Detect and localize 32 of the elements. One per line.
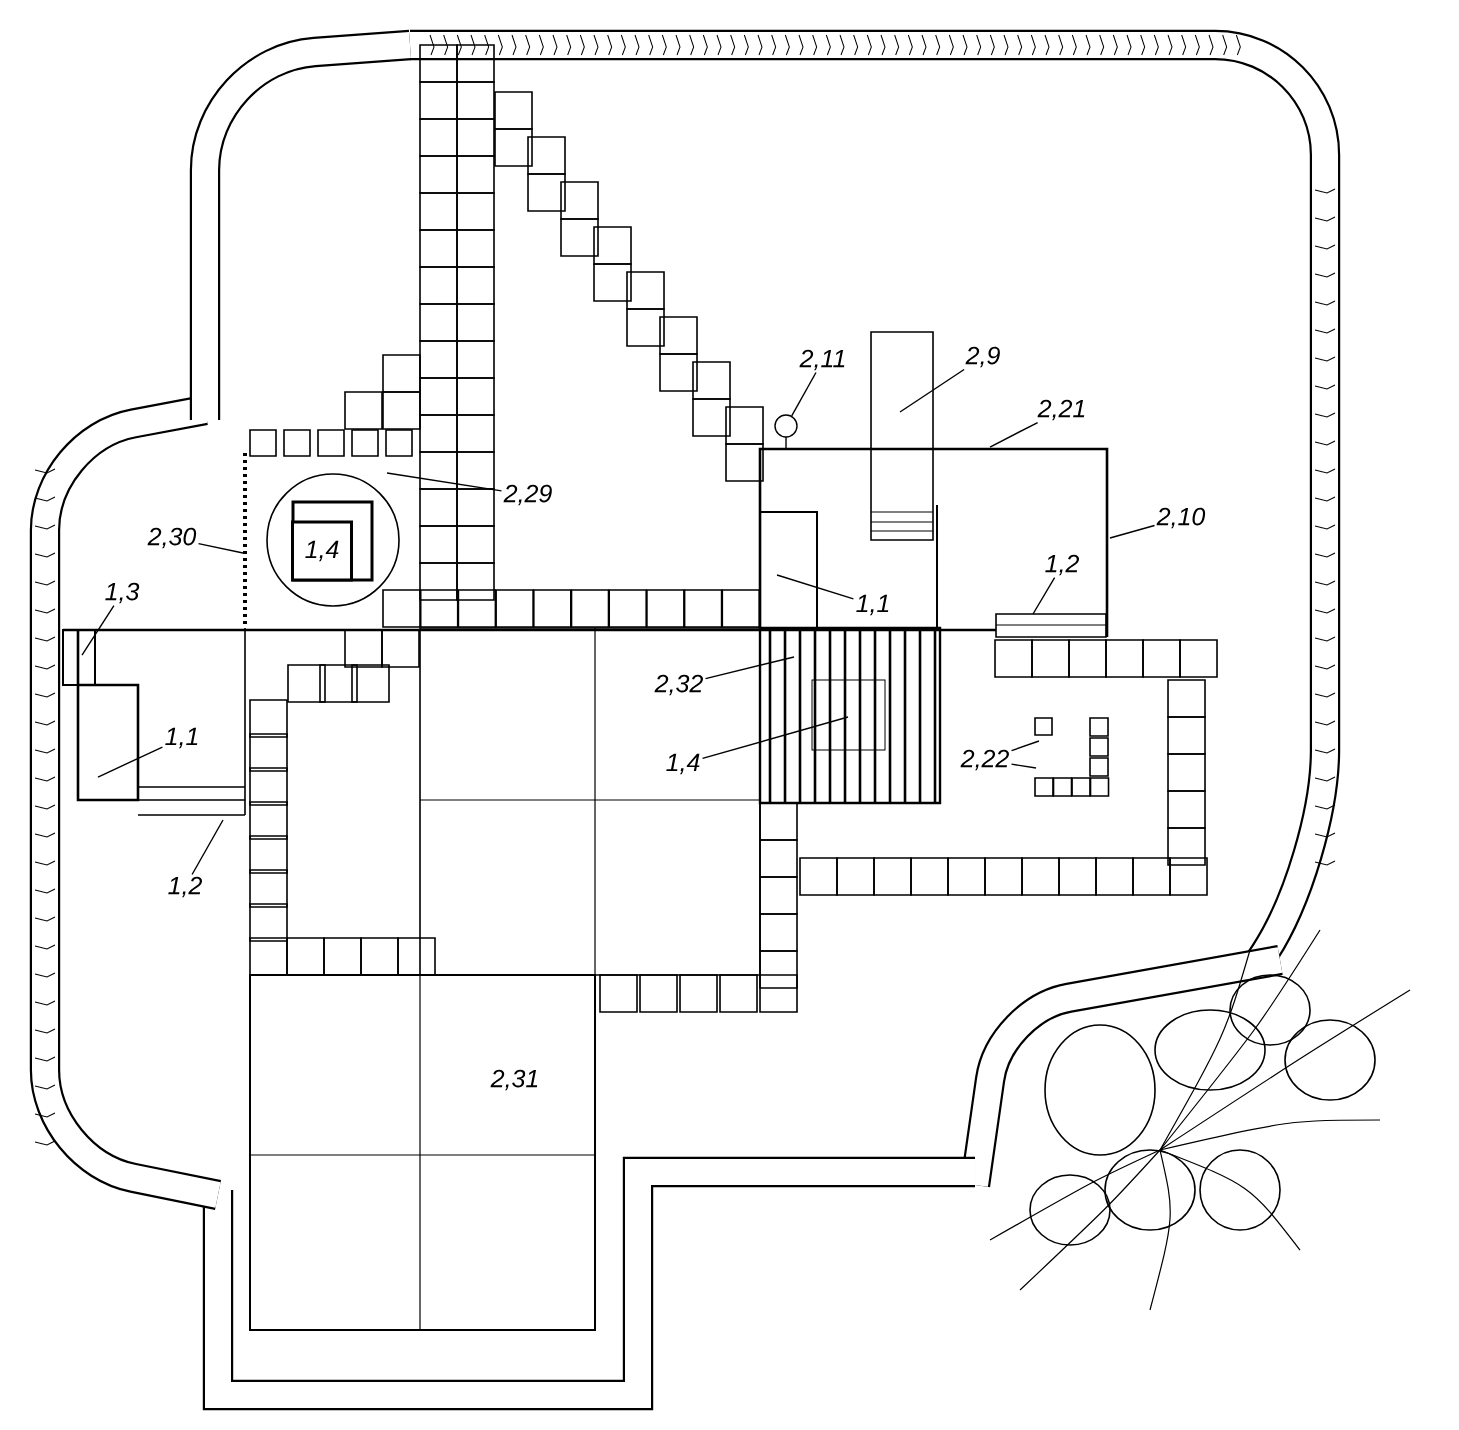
leader-line: [791, 371, 817, 417]
callout-number: 2,9: [963, 344, 1003, 370]
leader-line: [1109, 524, 1156, 539]
callout-number: 1,3: [102, 580, 142, 606]
numbered-box: 1,4: [291, 520, 353, 582]
callout-number: 1,1: [162, 725, 202, 751]
leader-line: [899, 368, 965, 413]
callout-number: 1,4: [663, 751, 703, 777]
leader-line: [989, 421, 1039, 448]
callout-number: 2,11: [797, 347, 849, 373]
callout-number: 2,10: [1154, 505, 1208, 531]
leader-line: [1010, 740, 1040, 752]
callout-number: 2,21: [1035, 397, 1089, 423]
callout-number: 2,32: [652, 672, 706, 698]
callout-number: 1,1: [853, 592, 893, 618]
leader-line: [386, 472, 503, 492]
callout-number: 2,29: [501, 482, 555, 508]
callout-number: 2,30: [145, 525, 199, 551]
leader-line: [1010, 763, 1037, 769]
callout-number: 2,22: [958, 747, 1012, 773]
leader-line: [97, 746, 164, 778]
leader-line: [197, 542, 244, 554]
callout-number: 1,2: [165, 874, 205, 900]
leader-line: [191, 819, 224, 876]
lamp-circle: [774, 414, 798, 438]
leader-line: [701, 716, 849, 760]
leader-line: [776, 574, 855, 600]
leader-line: [704, 656, 795, 680]
callout-number: 1,2: [1042, 552, 1082, 578]
callout-number: 2,31: [490, 1069, 538, 1091]
leader-line: [81, 604, 115, 656]
leader-line: [1032, 576, 1056, 615]
